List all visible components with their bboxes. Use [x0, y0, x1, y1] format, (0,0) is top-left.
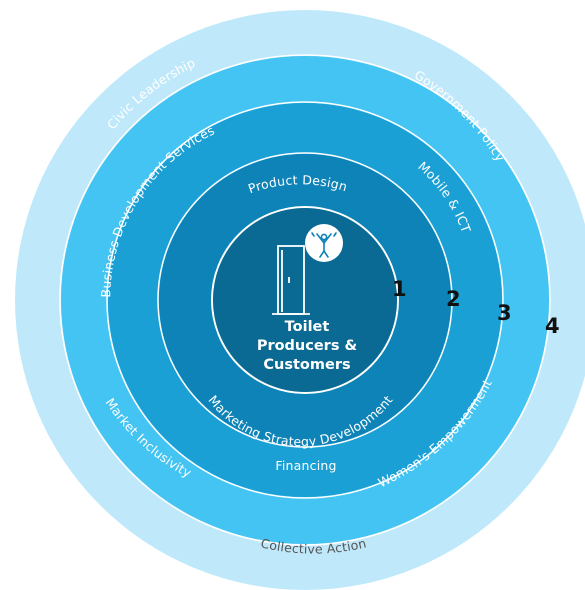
ring-number-2: 2	[446, 287, 461, 311]
center-label-line1: Toilet	[285, 319, 330, 335]
ring-number-4: 4	[545, 314, 560, 338]
label-collective-action: Collective Action	[259, 535, 367, 556]
center-label-line3: Customers	[263, 357, 350, 373]
ring-3-separator	[106, 101, 504, 499]
toilet-door-icon	[272, 245, 310, 315]
ring-2-separator	[157, 152, 453, 448]
core	[213, 208, 397, 392]
ring-number-1: 1	[392, 277, 407, 301]
ring-4-separator	[59, 54, 551, 546]
svg-text:Collective Action: Collective Action	[259, 535, 367, 556]
person-celebrating-icon	[305, 224, 343, 262]
label-financing: Financing	[275, 458, 336, 473]
ring-number-3: 3	[497, 301, 512, 325]
center-label-line2: Producers &	[257, 338, 358, 354]
core-separator	[211, 206, 399, 394]
